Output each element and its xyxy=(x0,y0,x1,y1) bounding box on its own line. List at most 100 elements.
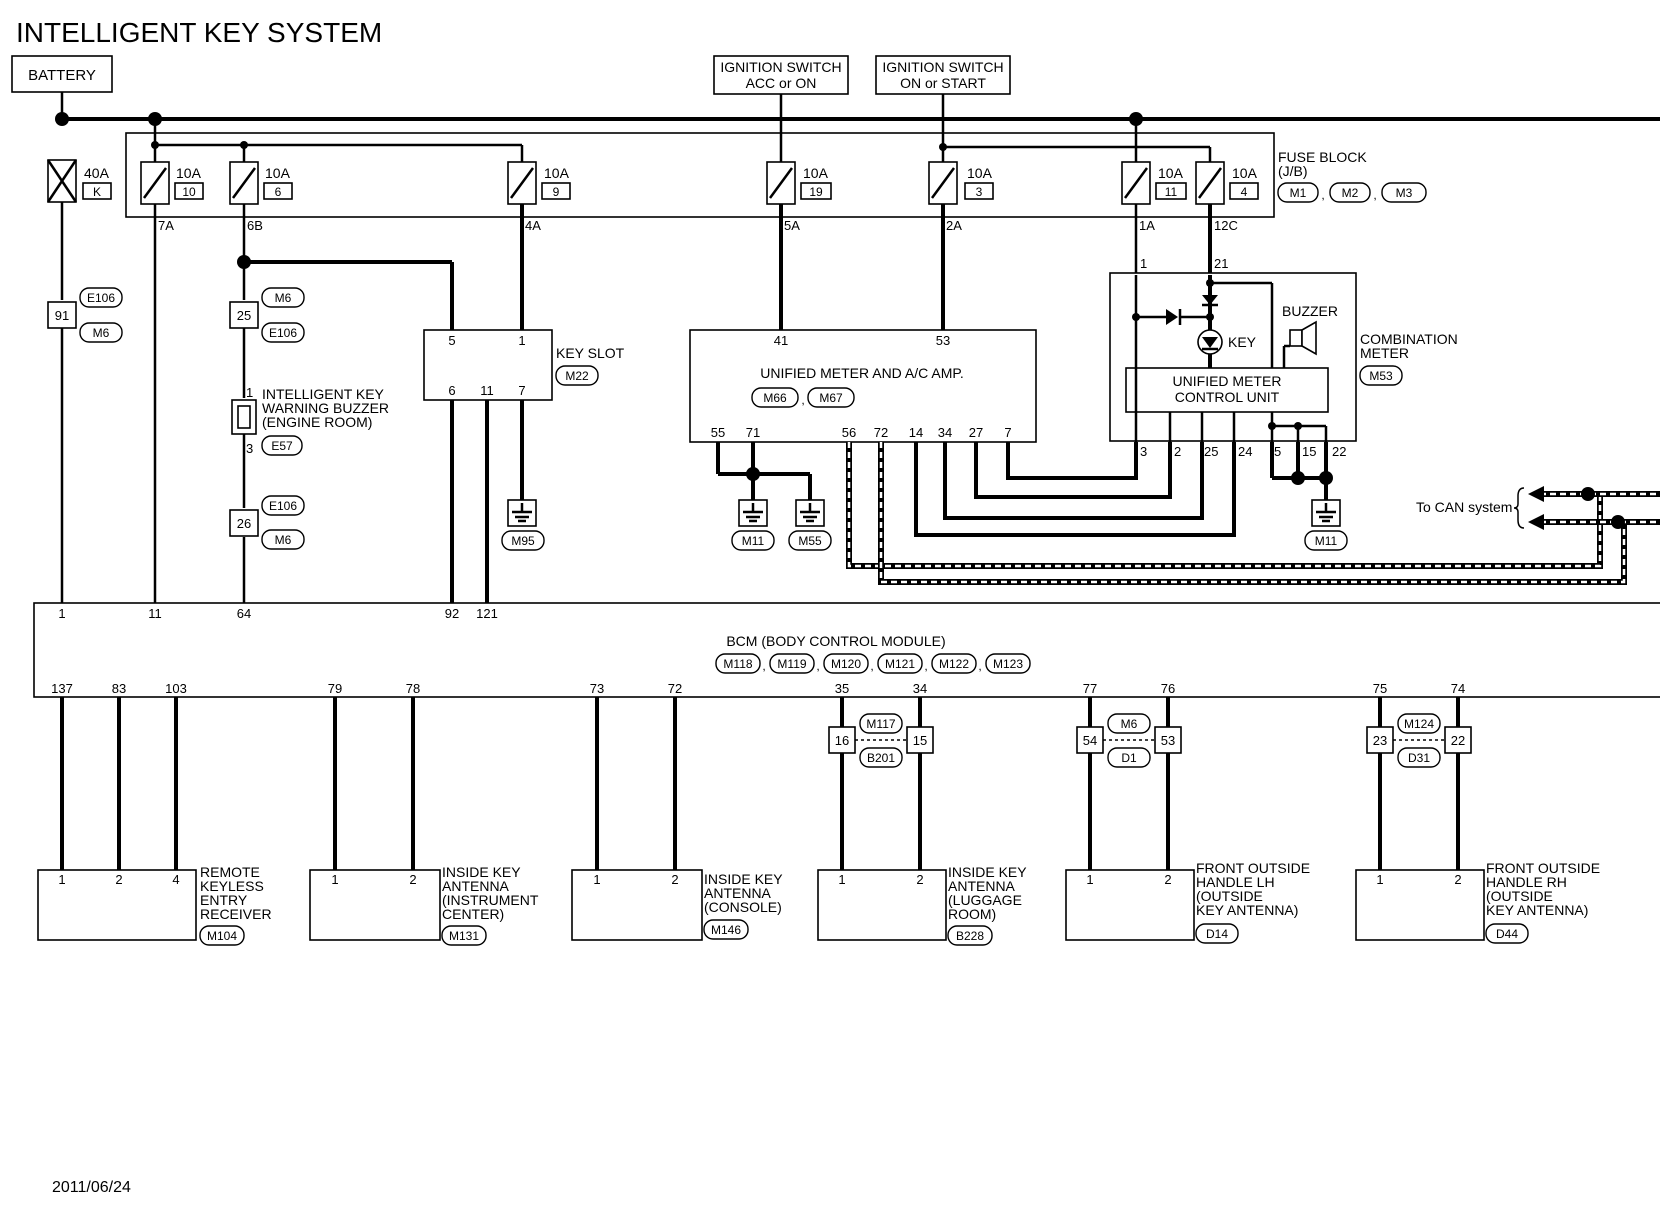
svg-text:M104: M104 xyxy=(207,929,237,943)
device-remote-keyless-receiver: 1 2 4 REMOTE KEYLESS ENTRY RECEIVER M104 xyxy=(37,864,272,946)
svg-text:71: 71 xyxy=(746,425,760,440)
svg-text:M55: M55 xyxy=(798,534,822,548)
svg-text:78: 78 xyxy=(406,681,420,696)
svg-text:M6: M6 xyxy=(275,291,292,305)
svg-text:10A: 10A xyxy=(176,165,202,181)
svg-text:(CONSOLE): (CONSOLE) xyxy=(704,899,782,915)
svg-text:M6: M6 xyxy=(1121,717,1138,731)
svg-text:HANDLE RH: HANDLE RH xyxy=(1486,874,1567,890)
svg-text:M146: M146 xyxy=(711,923,741,937)
svg-text:34: 34 xyxy=(938,425,952,440)
svg-text:M6: M6 xyxy=(275,533,292,547)
ign2-line2: ON or START xyxy=(900,75,986,91)
svg-text:,: , xyxy=(801,393,804,407)
fuse-10a-10: 10A 10 7A xyxy=(140,161,204,233)
svg-text:CENTER): CENTER) xyxy=(442,906,504,922)
svg-text:3: 3 xyxy=(976,185,983,199)
svg-text:M6: M6 xyxy=(93,326,110,340)
fuse-10a-3: 10A 3 2A xyxy=(928,161,994,233)
svg-text:B201: B201 xyxy=(867,751,895,765)
fuse-conn-m3: M3 xyxy=(1396,186,1413,200)
svg-text:1: 1 xyxy=(1140,256,1147,271)
svg-text:M117: M117 xyxy=(866,717,895,731)
svg-text:RECEIVER: RECEIVER xyxy=(200,906,272,922)
svg-text:1: 1 xyxy=(518,333,525,348)
svg-text:1: 1 xyxy=(593,872,600,887)
svg-text:1: 1 xyxy=(331,872,338,887)
svg-text:3: 3 xyxy=(246,441,253,456)
svg-text:137: 137 xyxy=(51,681,73,696)
svg-text:M95: M95 xyxy=(511,534,535,548)
svg-text:2: 2 xyxy=(409,872,416,887)
battery-source: BATTERY xyxy=(11,55,113,93)
svg-text:10: 10 xyxy=(182,185,196,199)
svg-text:1A: 1A xyxy=(1139,218,1155,233)
svg-text:2A: 2A xyxy=(946,218,962,233)
svg-text:10A: 10A xyxy=(967,165,993,181)
svg-text:BUZZER: BUZZER xyxy=(1282,303,1338,319)
ground-m11-amp: M11 xyxy=(731,499,775,551)
svg-text:53: 53 xyxy=(936,333,950,348)
svg-text:(INSTRUMENT: (INSTRUMENT xyxy=(442,892,539,908)
svg-text:K: K xyxy=(93,185,101,199)
svg-text:HANDLE LH: HANDLE LH xyxy=(1196,874,1275,890)
svg-text:(OUTSIDE: (OUTSIDE xyxy=(1486,888,1553,904)
svg-text:83: 83 xyxy=(112,681,126,696)
svg-text:1: 1 xyxy=(58,606,65,621)
svg-text:77: 77 xyxy=(1083,681,1097,696)
svg-text:79: 79 xyxy=(328,681,342,696)
svg-text:E106: E106 xyxy=(269,499,297,513)
svg-text:92: 92 xyxy=(445,606,459,621)
svg-text:25: 25 xyxy=(1204,444,1218,459)
ign1-line2: ACC or ON xyxy=(746,75,817,91)
svg-text:M67: M67 xyxy=(819,391,843,405)
svg-text:2: 2 xyxy=(115,872,122,887)
svg-text:10A: 10A xyxy=(1232,165,1258,181)
svg-text:6: 6 xyxy=(448,383,455,398)
svg-text:E106: E106 xyxy=(269,326,297,340)
svg-text:ANTENNA: ANTENNA xyxy=(442,878,510,894)
svg-text:35: 35 xyxy=(835,681,849,696)
svg-text:16: 16 xyxy=(835,733,849,748)
svg-text:23: 23 xyxy=(1373,733,1387,748)
svg-text:KEY ANTENNA): KEY ANTENNA) xyxy=(1196,902,1298,918)
joint-connector-m124: 23 22 M124 D31 xyxy=(1366,713,1472,768)
svg-text:ANTENNA: ANTENNA xyxy=(704,885,772,901)
svg-text:1: 1 xyxy=(58,872,65,887)
svg-text:M11: M11 xyxy=(742,534,765,548)
svg-text:4A: 4A xyxy=(525,218,541,233)
svg-text:COMBINATION: COMBINATION xyxy=(1360,331,1458,347)
svg-text:M118: M118 xyxy=(723,657,752,671)
svg-text:55: 55 xyxy=(711,425,725,440)
svg-text:1: 1 xyxy=(1086,872,1093,887)
svg-text:D31: D31 xyxy=(1408,751,1430,765)
svg-text:14: 14 xyxy=(909,425,923,440)
device-inside-key-antenna-instrument: 1 2 INSIDE KEY ANTENNA (INSTRUMENT CENTE… xyxy=(309,864,539,946)
svg-text:72: 72 xyxy=(668,681,682,696)
svg-text:7: 7 xyxy=(1004,425,1011,440)
joint-connector-m6: 54 53 M6 D1 xyxy=(1076,713,1182,768)
svg-text:(LUGGAGE: (LUGGAGE xyxy=(948,892,1022,908)
fuse-block-jb: (J/B) xyxy=(1278,163,1308,179)
fuse-block: FUSE BLOCK (J/B) M1 , M2 , M3 xyxy=(125,132,1427,218)
svg-text:53: 53 xyxy=(1161,733,1175,748)
svg-text:,: , xyxy=(924,659,927,673)
svg-text:9: 9 xyxy=(553,185,560,199)
svg-text:121: 121 xyxy=(476,606,498,621)
svg-text:M120: M120 xyxy=(831,657,861,671)
svg-text:INSIDE KEY: INSIDE KEY xyxy=(442,864,521,880)
fuse-10a-6: 10A 6 6B xyxy=(229,161,293,233)
date-stamp: 2011/06/24 xyxy=(52,1179,131,1196)
warning-buzzer: 1 3 INTELLIGENT KEY WARNING BUZZER (ENGI… xyxy=(231,385,389,456)
svg-text:6: 6 xyxy=(275,185,282,199)
svg-text:M121: M121 xyxy=(885,657,915,671)
svg-text:M22: M22 xyxy=(565,369,589,383)
svg-text:,: , xyxy=(1321,188,1324,202)
device-front-outside-handle-rh: 1 2 FRONT OUTSIDE HANDLE RH (OUTSIDE KEY… xyxy=(1355,860,1600,944)
fuse-10a-11: 10A 11 1A xyxy=(1121,161,1187,233)
svg-text:(ENGINE ROOM): (ENGINE ROOM) xyxy=(262,414,372,430)
ground-m55: M55 xyxy=(788,499,832,551)
svg-text:FRONT OUTSIDE: FRONT OUTSIDE xyxy=(1486,860,1600,876)
fuse-10a-19: 10A 19 5A xyxy=(766,161,832,233)
fuse-40a-k: 40A K xyxy=(46,159,112,203)
